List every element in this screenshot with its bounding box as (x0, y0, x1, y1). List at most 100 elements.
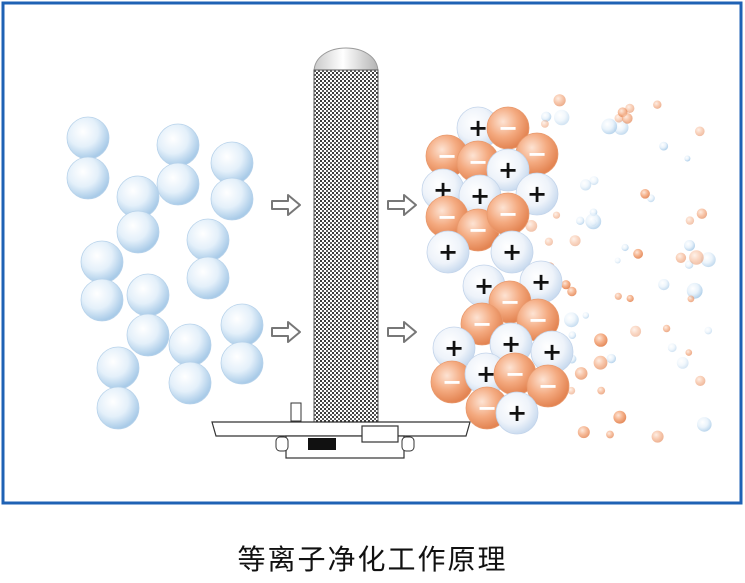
tube-mesh-body (313, 69, 379, 423)
small-negative-ion (613, 410, 627, 424)
small-neutral-ion (684, 240, 695, 251)
base-tray (211, 421, 471, 437)
tube-dome (313, 47, 379, 73)
small-neutral-ion (568, 331, 577, 340)
neutral-particle (220, 341, 264, 385)
neutral-particle (80, 278, 124, 322)
positive-ion (426, 230, 470, 274)
positive-sign: + (501, 330, 521, 358)
small-negative-ion (597, 386, 606, 395)
negative-sign: − (477, 394, 497, 422)
small-negative-ion (606, 430, 614, 439)
small-negative-ion (640, 189, 650, 199)
charged-ion-cluster: +−−−−++++−−−++++−−−+++−+−−−+ (421, 106, 574, 435)
positive-sign: + (531, 268, 551, 296)
neutral-particle (168, 361, 212, 405)
negative-sign: − (498, 114, 518, 142)
neutral-particle (116, 210, 160, 254)
positive-sign: + (468, 114, 488, 142)
small-negative-ion (569, 235, 581, 247)
positive-ion (490, 230, 534, 274)
purifier-base (211, 402, 471, 459)
small-negative-ion (567, 386, 576, 395)
small-negative-ion (561, 280, 571, 290)
diagram-caption: 等离子净化工作原理 (237, 543, 508, 576)
neutral-particle (168, 323, 212, 367)
flow-arrow (387, 194, 417, 216)
neutral-particle (126, 273, 170, 317)
small-negative-ion (614, 292, 622, 300)
small-neutral-ion (585, 213, 602, 230)
positive-sign: + (444, 334, 464, 362)
small-ion-cloud (525, 94, 716, 443)
small-neutral-ion (576, 216, 585, 225)
negative-sign: − (468, 148, 488, 176)
negative-ion (526, 364, 570, 408)
neutral-particle (186, 256, 230, 300)
flow-arrow (271, 321, 301, 343)
neutral-particle (66, 116, 110, 160)
small-neutral-ion (659, 141, 669, 151)
small-neutral-ion (606, 353, 616, 364)
neutral-particle (66, 156, 110, 200)
neutral-particle (96, 346, 140, 390)
small-negative-ion (630, 325, 642, 337)
base-post (290, 402, 302, 422)
small-negative-ion (685, 349, 693, 356)
purifier-tube (313, 47, 379, 423)
small-neutral-ion (541, 111, 552, 122)
small-negative-ion (675, 252, 687, 263)
neutral-particle (96, 386, 140, 430)
small-neutral-ion (564, 312, 579, 328)
small-neutral-ion (601, 118, 618, 135)
positive-sign: + (542, 338, 562, 366)
small-neutral-ion (658, 279, 670, 291)
negative-sign: − (437, 203, 457, 231)
small-negative-ion (687, 295, 695, 303)
small-negative-ion (541, 120, 549, 128)
small-neutral-ion (667, 343, 677, 353)
positive-sign: + (502, 238, 522, 266)
base-switch (361, 425, 399, 443)
small-neutral-ion (582, 312, 590, 319)
negative-sign: − (538, 372, 558, 400)
flow-arrow (271, 194, 301, 216)
neutral-particle (156, 162, 200, 206)
small-negative-ion (574, 367, 588, 380)
small-neutral-ion (704, 326, 713, 335)
positive-sign: + (470, 182, 490, 210)
neutral-particle (220, 303, 264, 347)
positive-sign: + (476, 360, 496, 388)
small-negative-ion (544, 237, 554, 246)
small-neutral-ion (676, 357, 689, 369)
neutral-particle (186, 218, 230, 262)
airflow-arrows (271, 194, 417, 343)
small-neutral-ion (554, 109, 570, 126)
small-negative-ion (594, 333, 608, 347)
flow-arrow (387, 321, 417, 343)
small-negative-ion (625, 103, 635, 113)
positive-sign: + (527, 180, 547, 208)
neutral-particle (80, 240, 124, 284)
small-negative-ion (577, 426, 590, 439)
small-negative-ion (525, 220, 538, 232)
small-negative-ion (552, 211, 561, 219)
small-negative-ion (685, 216, 695, 225)
small-neutral-ion (686, 282, 703, 299)
small-negative-ion (696, 208, 708, 219)
negative-sign: − (472, 310, 492, 338)
small-negative-ion (567, 286, 577, 297)
small-negative-ion (695, 375, 706, 386)
base-right-cap (401, 436, 415, 452)
small-negative-ion (622, 113, 633, 124)
small-negative-ion (651, 430, 664, 443)
small-negative-ion (633, 248, 643, 259)
small-neutral-ion (613, 120, 629, 135)
positive-sign: + (438, 238, 458, 266)
negative-sign: − (500, 288, 520, 316)
small-neutral-ion (700, 252, 716, 268)
positive-ion (486, 148, 530, 192)
small-neutral-ion (621, 243, 629, 252)
neutral-particle (210, 177, 254, 221)
negative-sign: − (442, 368, 462, 396)
